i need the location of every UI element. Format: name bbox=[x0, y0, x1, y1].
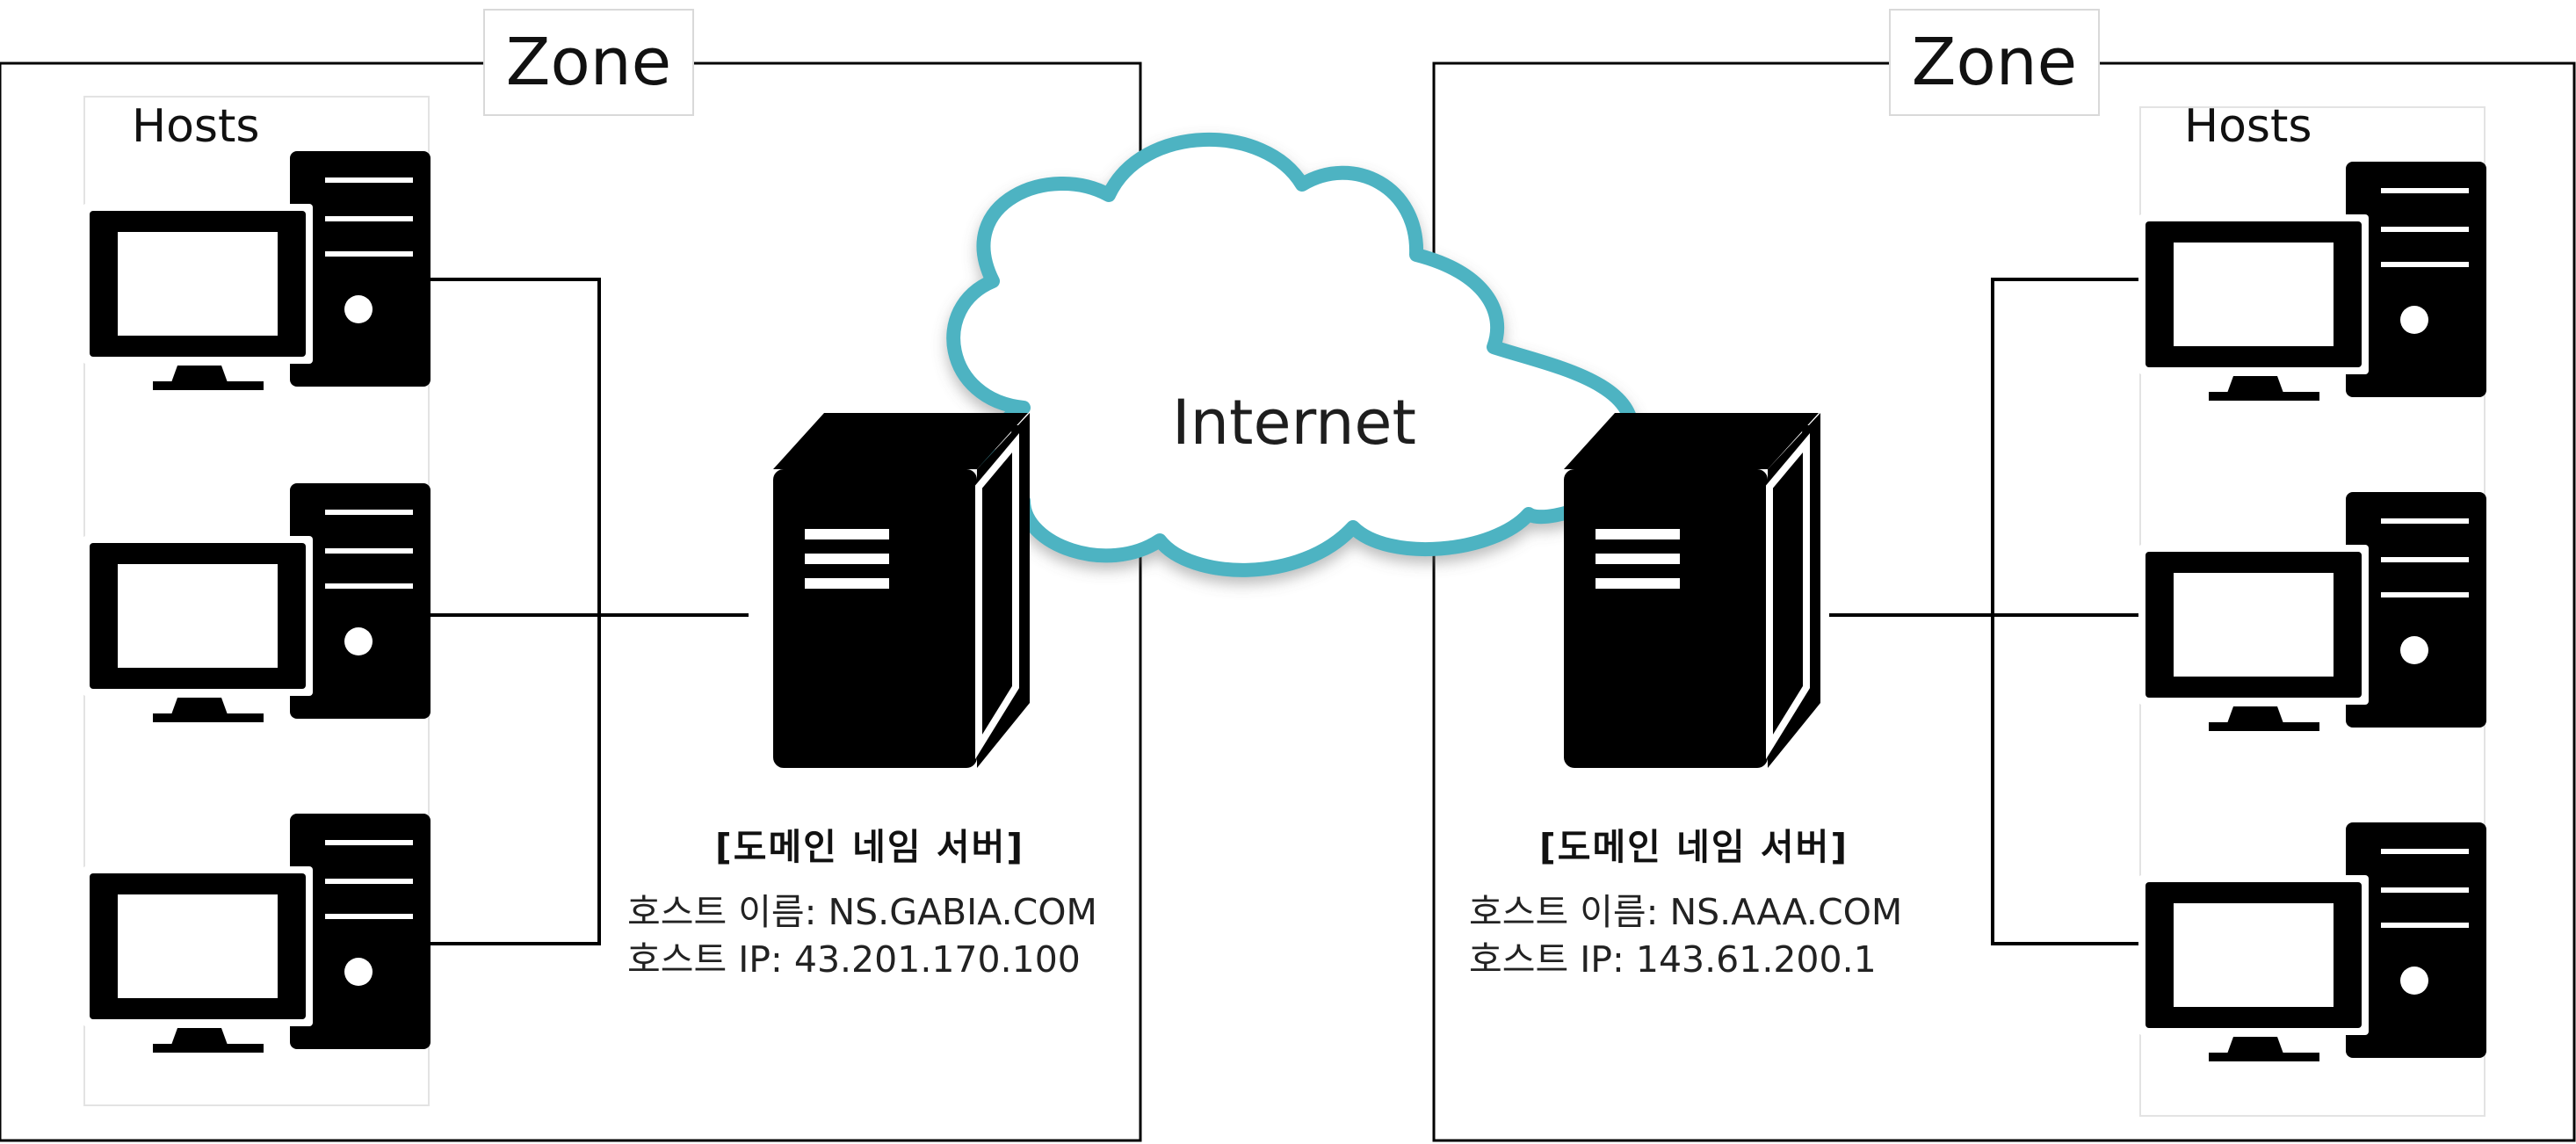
right-hosts-label: Hosts bbox=[2184, 100, 2312, 153]
left-server-host-ip: 호스트 IP: 43.201.170.100 bbox=[627, 938, 1081, 981]
desktop-computer-icon bbox=[2138, 822, 2486, 1061]
right-server-title: [도메인 네임 서버] bbox=[1539, 826, 1849, 868]
left-server-host-name: 호스트 이름: NS.GABIA.COM bbox=[627, 891, 1097, 933]
internet-label: Internet bbox=[1172, 387, 1416, 459]
desktop-computer-icon bbox=[2138, 162, 2486, 401]
server-icon bbox=[773, 413, 1030, 768]
right-network-lines bbox=[1829, 278, 2140, 945]
left-zone-label: Zone bbox=[483, 9, 694, 116]
desktop-computer-icon bbox=[83, 814, 431, 1053]
left-network-lines bbox=[431, 278, 749, 945]
desktop-computer-icon bbox=[2138, 492, 2486, 731]
server-icon bbox=[1564, 413, 1820, 768]
desktop-computer-icon bbox=[83, 151, 431, 390]
desktop-computer-icon bbox=[83, 483, 431, 722]
right-server-host-name: 호스트 이름: NS.AAA.COM bbox=[1469, 891, 1903, 933]
cloud-icon bbox=[946, 133, 1640, 577]
left-hosts-label: Hosts bbox=[132, 100, 260, 153]
left-server-title: [도메인 네임 서버] bbox=[715, 826, 1025, 868]
right-server-host-ip: 호스트 IP: 143.61.200.1 bbox=[1469, 938, 1877, 981]
right-zone-label: Zone bbox=[1889, 9, 2100, 116]
